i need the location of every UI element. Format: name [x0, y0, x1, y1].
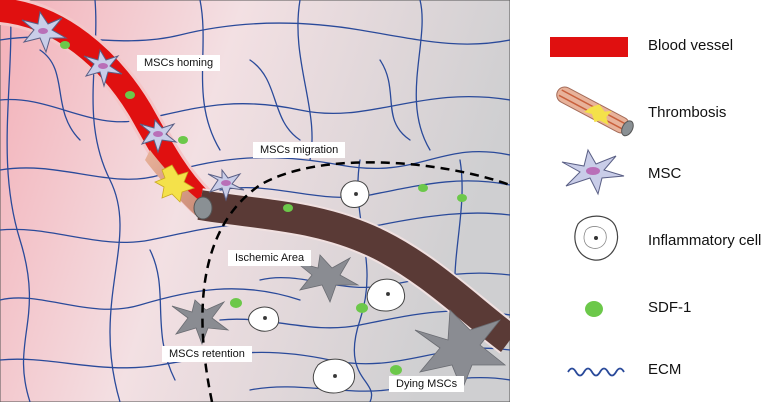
label-msc-migration: MSCs migration	[253, 142, 346, 158]
inflammatory-cells	[248, 180, 406, 394]
blood-vessel-legend-icon	[550, 37, 628, 57]
label-msc-retention: MSCs retention	[162, 346, 252, 362]
msc-cells	[21, 10, 245, 202]
legend-ecm: ECM	[648, 361, 682, 378]
legend-sdf1: SDF-1	[648, 299, 692, 316]
legend-inflammatory-cell: Inflammatory cell	[648, 232, 762, 249]
msc-legend-icon	[561, 148, 625, 196]
label-dying-mscs: Dying MSCs	[389, 376, 465, 392]
thrombosis-legend-icon	[556, 86, 634, 137]
sdf1-legend-icon	[585, 301, 603, 317]
inflammatory-cell-legend-icon	[574, 215, 619, 261]
label-msc-homing: MSCs homing	[137, 55, 221, 71]
ecm-legend-icon	[567, 367, 625, 377]
label-ischemic-area: Ischemic Area	[228, 250, 312, 266]
msc-homing-scene	[0, 0, 510, 402]
legend-thrombosis: Thrombosis	[648, 104, 727, 121]
ischemic-area-boundary	[201, 161, 510, 402]
legend-msc: MSC	[648, 165, 682, 182]
thrombosis-clot	[145, 150, 213, 220]
sdf1-particles	[60, 41, 467, 375]
legend-blood-vessel: Blood vessel	[648, 37, 734, 54]
